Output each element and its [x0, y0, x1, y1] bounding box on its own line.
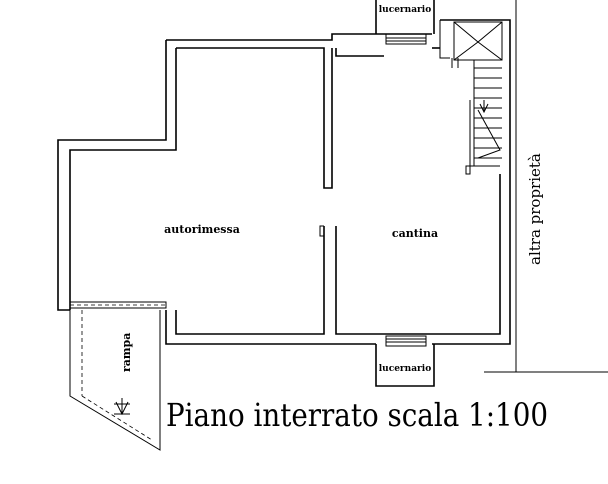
staircase — [439, 19, 511, 175]
skylight-bottom: lucernario — [375, 335, 435, 387]
lucernario-top-label: lucernario — [379, 5, 431, 15]
rampa-label: rampa — [120, 333, 133, 372]
altra-proprieta-label: altra proprietà — [526, 153, 544, 265]
lucernario-bottom-label: lucernario — [379, 364, 431, 374]
plan-caption: Piano interrato scala 1:100 — [166, 396, 548, 434]
room-cantina-label: cantina — [392, 227, 438, 240]
room-autorimessa-label: autorimessa — [164, 223, 240, 236]
interior-partition — [319, 48, 333, 237]
garage-door-threshold — [69, 301, 167, 309]
ramp: rampa — [69, 310, 161, 451]
outer-walls — [57, 33, 511, 345]
property-boundary: altra proprietà — [484, 0, 608, 373]
skylight-top: lucernario — [375, 0, 435, 45]
